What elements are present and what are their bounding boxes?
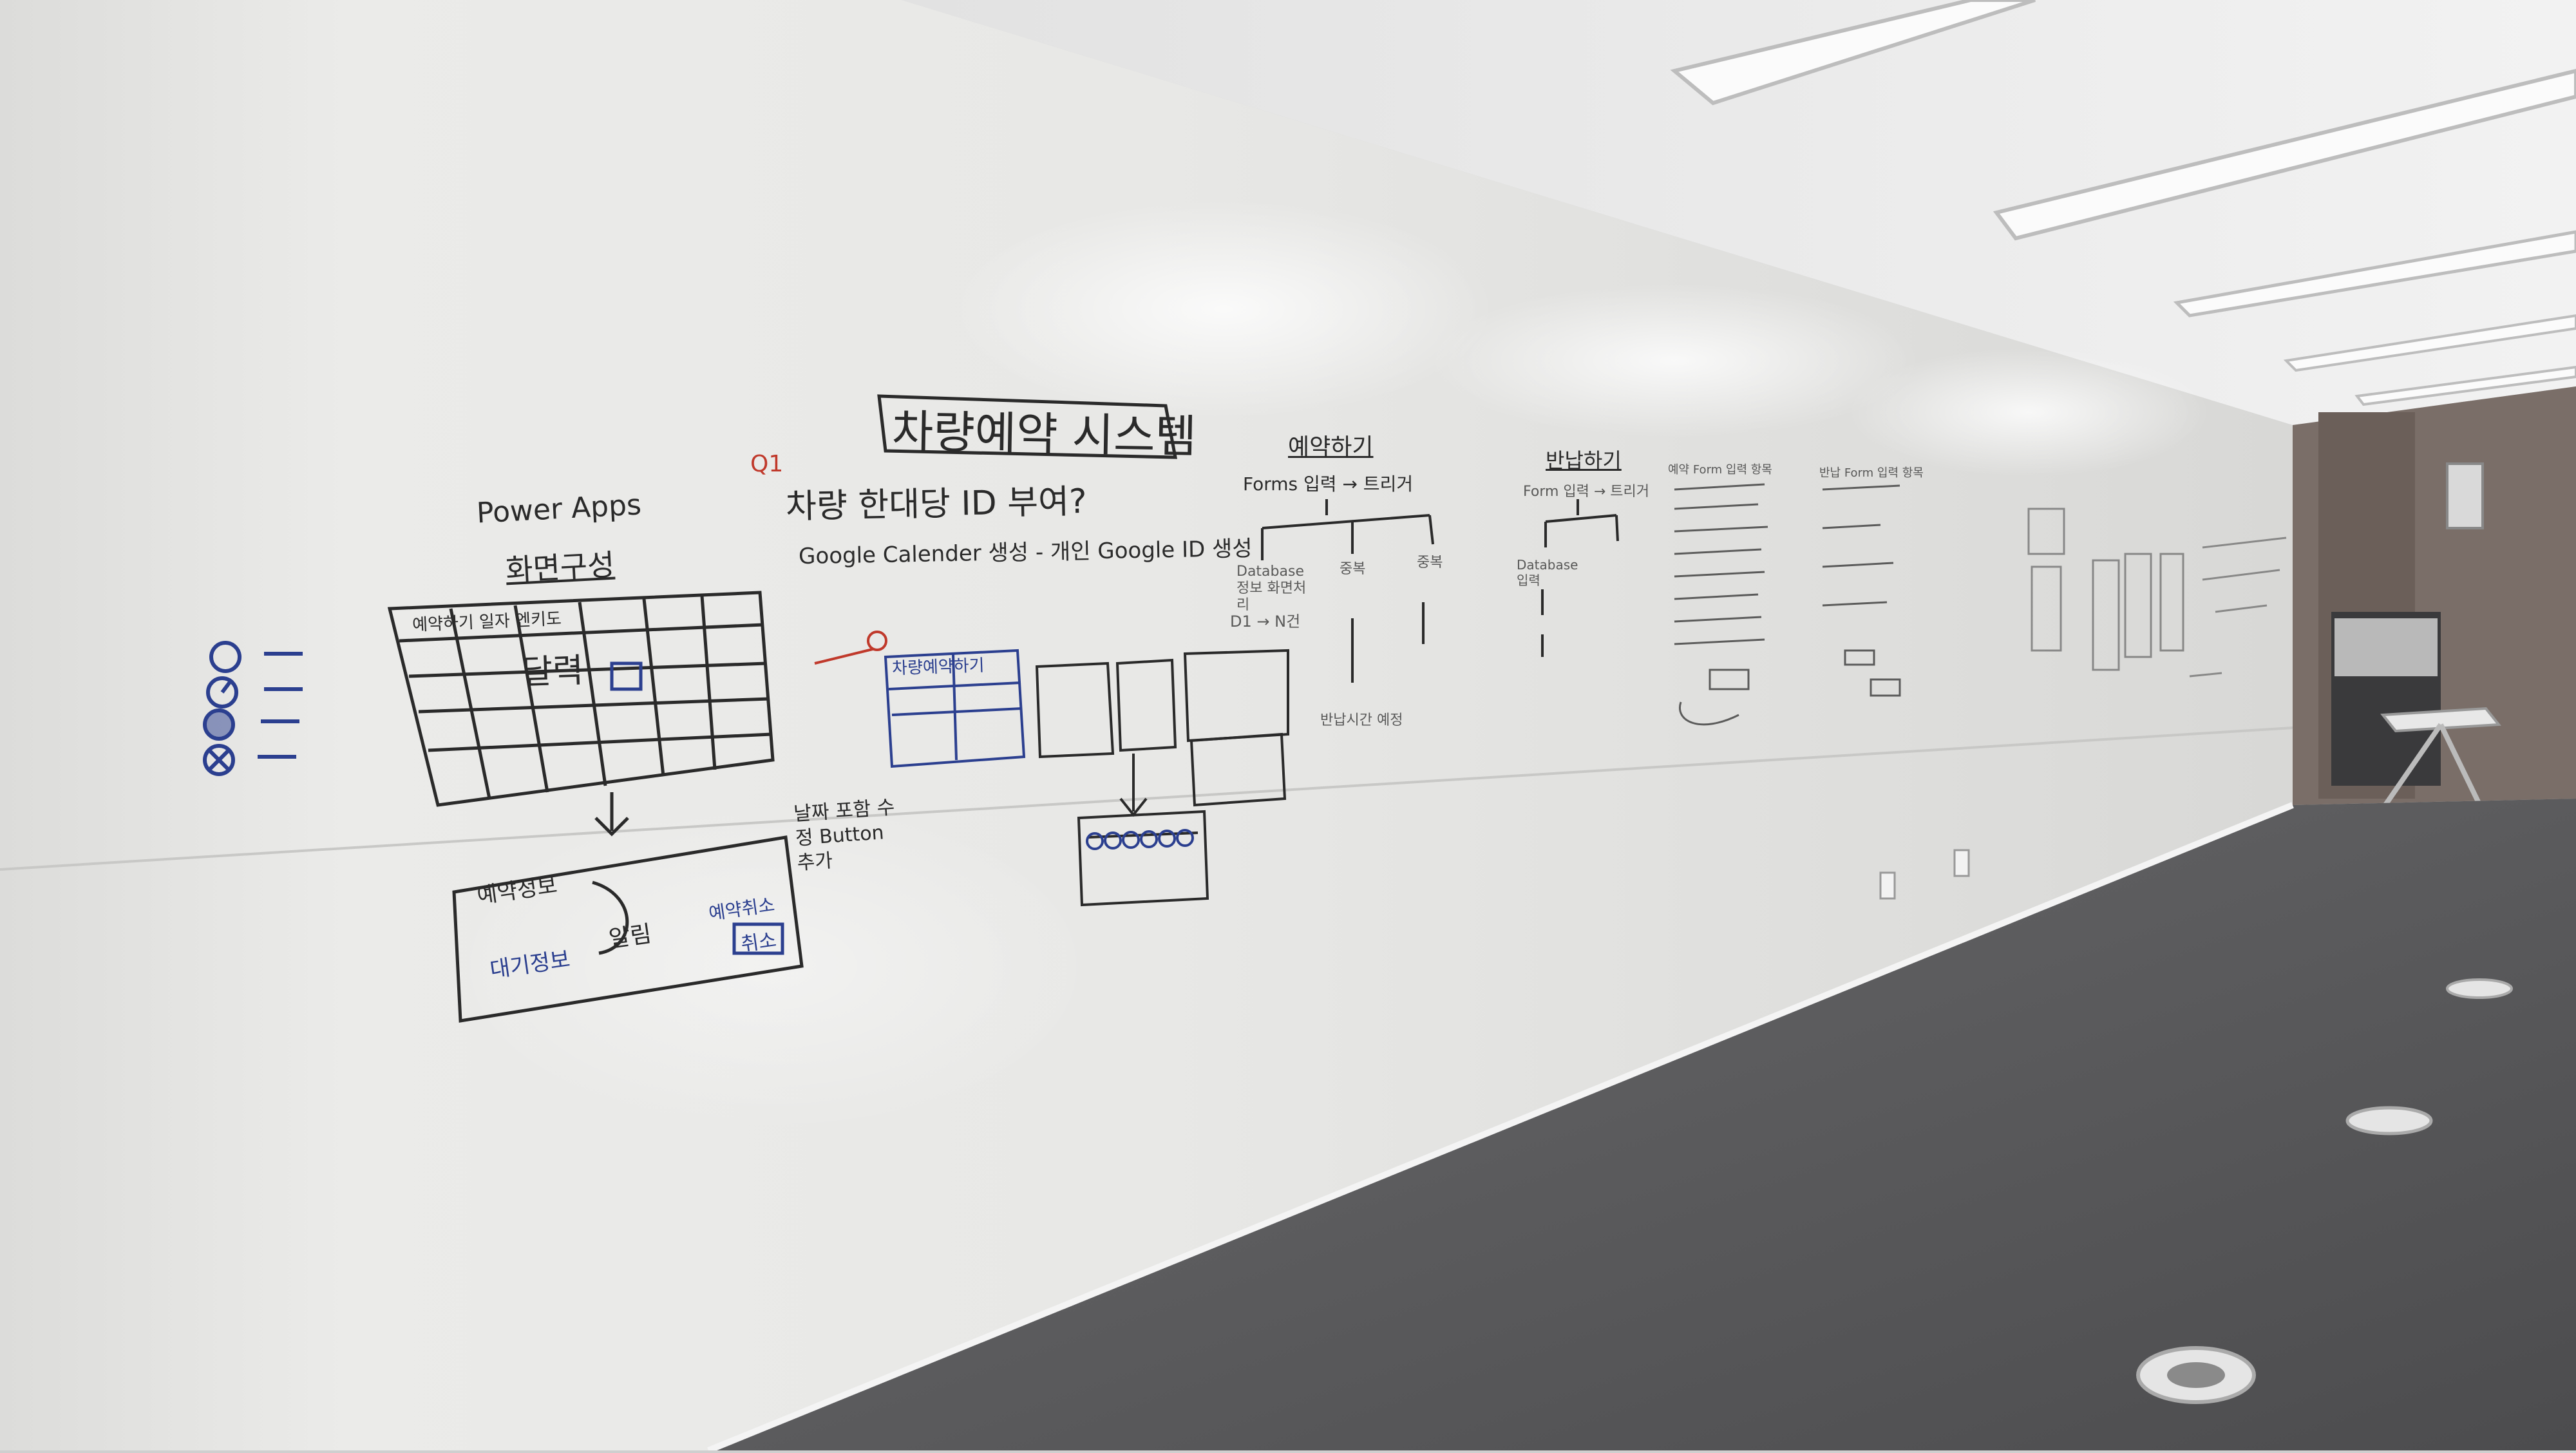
screen-mockup-title: 차량예약하기 — [891, 656, 985, 679]
floor-outlet — [2167, 1362, 2225, 1388]
glare — [1430, 283, 1919, 438]
wall-outlet — [1953, 849, 1970, 877]
title-box — [877, 394, 1178, 459]
floor-outlet — [2345, 1106, 2433, 1135]
wall-outlet — [1879, 871, 1896, 900]
glare — [1848, 348, 2209, 477]
red-plus-marker — [867, 631, 887, 651]
reserve-flow: Forms 입력 → 트리거 — [1243, 473, 1414, 495]
info-box-alarm: 알림 — [607, 920, 654, 953]
glare — [451, 799, 1095, 1134]
table — [2380, 707, 2501, 733]
ceiling-light — [2173, 230, 2576, 318]
reserve-flowchart — [1261, 499, 1434, 683]
ceiling-light — [2283, 314, 2576, 372]
reserve-branch-3: 중복 — [1417, 555, 1443, 571]
reserve-note: 반납시간 예정 — [1320, 712, 1403, 728]
q1-marker: Q1 — [750, 451, 784, 477]
slot-circles — [1086, 829, 1194, 850]
glare — [953, 200, 1494, 419]
info-box-cancel-button: 취소 — [739, 929, 778, 956]
calendar-grid-sketch — [387, 591, 775, 837]
reserve-sequence: D1 → N건 — [1230, 613, 1301, 631]
cancel-box-sketch — [732, 922, 784, 955]
right-notes-heading-2: 반납 Form 입력 항목 — [1819, 466, 1924, 480]
table-leg — [2374, 723, 2443, 820]
info-box-sketch — [452, 835, 804, 1023]
reserve-branch-2: 중복 — [1340, 561, 1366, 577]
wall-plate — [2446, 462, 2484, 529]
legend-symbols — [203, 641, 303, 776]
list-note-scribbles — [1674, 483, 1900, 645]
return-branch: Database 입력 — [1517, 557, 1578, 588]
calendar-highlight — [610, 661, 643, 691]
return-heading: 반납하기 — [1546, 448, 1622, 473]
power-apps-subheading: 화면구성 — [504, 547, 616, 588]
reserve-branch-1: Database 정보 화면처리 — [1236, 564, 1307, 613]
calendar-entry-text: 달력 — [521, 651, 584, 692]
question-note: 차량 한대당 ID 부여? — [785, 482, 1088, 527]
screen-mockups — [884, 649, 1026, 768]
ceiling-light — [1993, 68, 2576, 241]
arrow-curve — [592, 880, 629, 955]
screen-mockup-note: 날짜 포함 수정 Button 추가 — [793, 796, 896, 875]
small-box-scribbles — [1679, 649, 1901, 726]
far-right-sketches — [2027, 508, 2287, 678]
red-arrow — [814, 648, 873, 665]
carpet-floor — [708, 799, 2576, 1450]
floor-outlet — [2446, 978, 2513, 999]
cabinet-top — [2334, 618, 2438, 676]
ceiling-light — [1670, 0, 2036, 106]
whiteboard-title: 차량예약 시스템 — [891, 404, 1197, 464]
ceiling — [902, 0, 2576, 425]
reserve-heading: 예약하기 — [1288, 434, 1374, 461]
return-flow: Form 입력 → 트리거 — [1523, 484, 1650, 500]
ceiling-light — [2354, 365, 2576, 406]
right-notes-heading: 예약 Form 입력 항목 — [1668, 463, 1772, 477]
return-flowchart — [1541, 499, 1619, 657]
baseboard — [707, 802, 2294, 1453]
